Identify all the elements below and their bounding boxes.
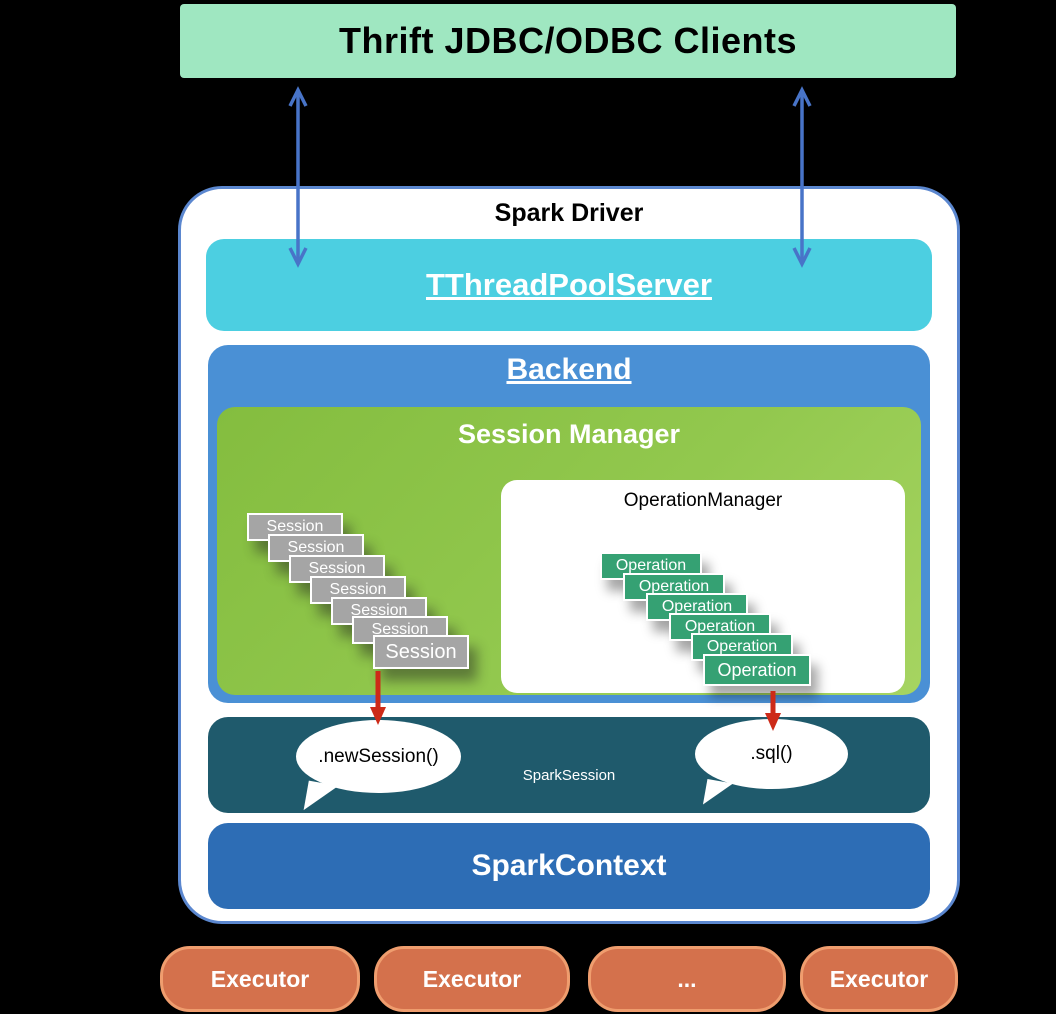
executor-label: ... xyxy=(677,965,697,992)
sql-bubble-label: .sql() xyxy=(750,743,793,764)
sql-arrow-icon xyxy=(765,691,781,731)
executor-pill: Executor xyxy=(160,946,360,1012)
client-driver-arrow-right xyxy=(792,86,812,268)
session-manager-title: Session Manager xyxy=(457,419,681,449)
new-session-bubble-label: .newSession() xyxy=(318,745,439,767)
client-driver-arrow-left xyxy=(288,86,308,268)
spark-driver-container: Spark Driver TThreadPoolServer Backend S… xyxy=(178,186,960,924)
tthreadpoolserver-label: TThreadPoolServer xyxy=(426,267,712,302)
sql-bubble: .sql() xyxy=(695,719,848,810)
operation-box: Operation xyxy=(703,654,811,686)
operation-manager-box: OperationManager Operation Operation Ope… xyxy=(501,480,905,693)
executor-label: Executor xyxy=(829,965,929,992)
executor-label: Executor xyxy=(422,965,522,992)
executor-pill: Executor xyxy=(800,946,958,1012)
thrift-clients-box: Thrift JDBC/ODBC Clients xyxy=(180,4,956,78)
new-session-arrow-icon xyxy=(370,671,386,725)
executor-label: Executor xyxy=(210,965,310,992)
executor-pill: Executor xyxy=(374,946,570,1012)
spark-context-box: SparkContext xyxy=(208,823,930,909)
operation-box: Operation xyxy=(623,573,725,601)
session-manager-box: Session Manager Session Session Session … xyxy=(217,407,921,695)
spark-context-label: SparkContext xyxy=(471,849,667,882)
new-session-bubble: .newSession() xyxy=(296,720,461,816)
backend-box: Backend Session Manager Session Session … xyxy=(208,345,930,703)
spark-session-label: SparkSession xyxy=(522,767,616,784)
spark-driver-title: Spark Driver xyxy=(494,199,644,227)
session-box: Session xyxy=(373,635,469,669)
tthreadpoolserver-box: TThreadPoolServer xyxy=(206,239,932,331)
executor-pill: ... xyxy=(588,946,786,1012)
backend-title: Backend xyxy=(506,353,632,386)
bubble-tail xyxy=(702,778,734,810)
bubble-tail xyxy=(303,780,339,816)
operation-manager-title: OperationManager xyxy=(623,490,783,511)
thrift-clients-label: Thrift JDBC/ODBC Clients xyxy=(338,20,797,61)
